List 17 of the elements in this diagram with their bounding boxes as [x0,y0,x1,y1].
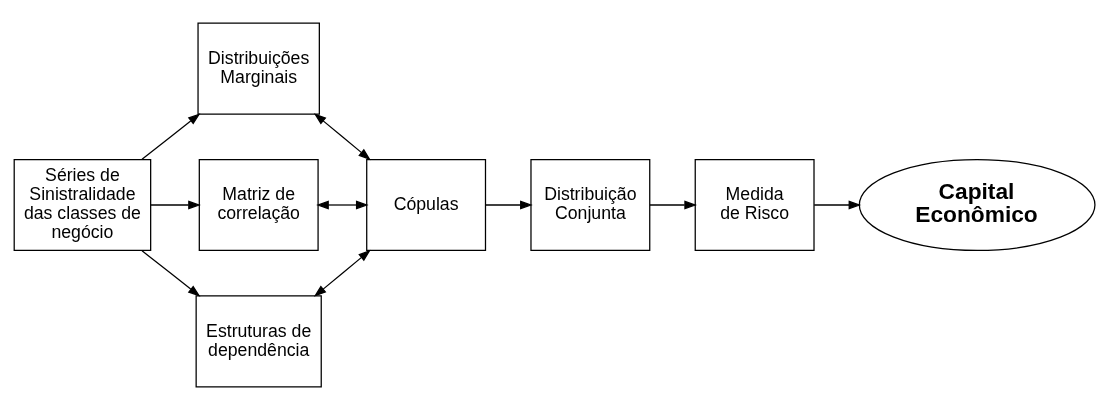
arrow [485,200,533,210]
arrow [150,200,201,210]
arrow [316,200,369,210]
arrow [141,250,201,297]
node-box: Distribuições Marginais [197,22,320,115]
node-ellipse: Capital Econômico [858,158,1096,252]
node-box: Cópulas [366,158,487,252]
node-box: Matriz de correlação [198,158,319,252]
node-box: Distribuição Conjunta [530,158,651,252]
arrow [813,200,862,210]
node-box: Estruturas de dependência [195,295,322,388]
arrow [313,113,371,161]
node-box: Medida de Risco [694,158,815,252]
arrow [649,200,697,210]
node-box: Séries de Sinistralidade das classes de negócio [13,158,152,252]
arrow [141,113,201,160]
arrow [313,249,371,297]
